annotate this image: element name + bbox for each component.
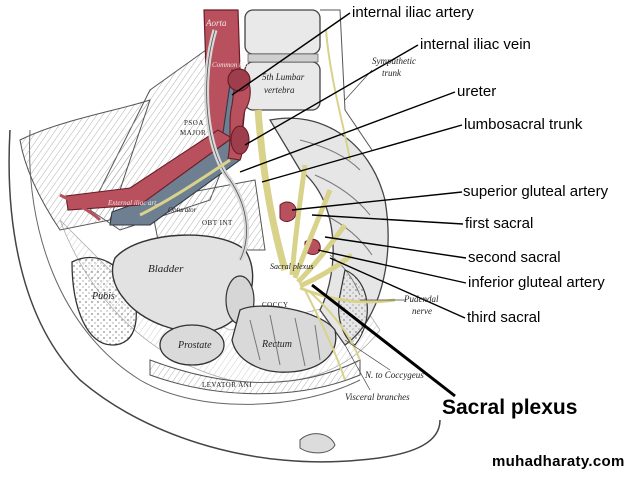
label-pubis: Pubis [92,291,115,302]
label-levator-ani: LEVATOR ANI [202,381,253,389]
pelvic-floor [29,129,361,405]
label-internal-iliac-artery: internal iliac artery [352,4,474,21]
penis-outline [299,433,336,454]
label-prostate: Prostate [178,340,212,351]
coccyx-bone [338,269,368,346]
label-ureter: ureter [457,83,497,100]
label-vertebra: vertebra [264,85,295,95]
superior-gluteal-artery-vessel [279,201,297,222]
label-common-iliac: Common iliac [212,61,252,69]
label-trunk: trunk [382,68,401,78]
label-sacral-plexus: Sacral plexus [442,396,578,419]
label-superior-gluteal-artery: superior gluteal artery [463,183,609,200]
visceral-branches-nerve [304,289,346,381]
label-major: MAJOR [180,129,207,137]
label-bladder: Bladder [148,263,184,275]
label-lumbosacral-trunk: lumbosacral trunk [464,116,583,133]
label-obturator: Obturator [168,206,197,214]
label-internal-iliac-vein: internal iliac vein [420,36,531,53]
rectum-organ [231,305,337,373]
ureter-outline [206,29,247,261]
label-fifth-lumbar: 5th Lumbar [262,72,305,82]
obturator-vessel [59,193,102,222]
label-visceral-branches: Visceral branches [345,392,410,402]
disc [247,53,319,63]
label-aorta: Aorta [206,18,227,28]
label-pudendal: Pudendal [404,294,439,304]
iliac-vein-cut [230,125,250,155]
rectum-folds [249,314,321,367]
vertebral-column-edge [320,9,373,151]
obturator-nerve [139,158,231,217]
label-rectum: Rectum [262,339,292,350]
label-second-sacral: second sacral [468,249,561,266]
sympathetic-trunk-nerve [325,29,351,161]
label-sympathetic: Sympathetic [372,56,416,66]
label-third-sacral: third sacral [467,309,541,326]
label-obt-int: OBT INT [202,219,233,227]
internal-iliac-vessel-cut [227,68,251,92]
watermark-text: muhadharaty.com [492,453,625,470]
prostate-organ [159,324,225,366]
sacrum-segments [299,139,373,296]
upper-vertebra [244,9,321,55]
illustration-leaders [344,69,405,391]
label-nerve: nerve [412,306,432,316]
label-first-sacral: first sacral [465,215,534,232]
label-inferior-gluteal-artery: inferior gluteal artery [468,274,605,291]
sacral-plexus-nerves [289,164,354,289]
lumbosacral-trunk-nerve [254,109,289,271]
label-psoas: PSOA [184,119,204,127]
label-sacral-plexus-small: Sacral plexus [270,262,314,271]
annotation-leaders [231,12,467,398]
pelvic-wall-outline [8,129,441,463]
label-n-to-coccygeus: N. to Coccygeus [365,370,424,380]
label-coccyx: COCCY [262,301,289,309]
nerve-to-coccygeus [309,291,361,361]
label-external-iliac: External iliac art. [108,199,158,207]
pudendal-nerve [299,286,396,304]
levator-ani [149,359,361,395]
bladder-organ [111,234,254,333]
